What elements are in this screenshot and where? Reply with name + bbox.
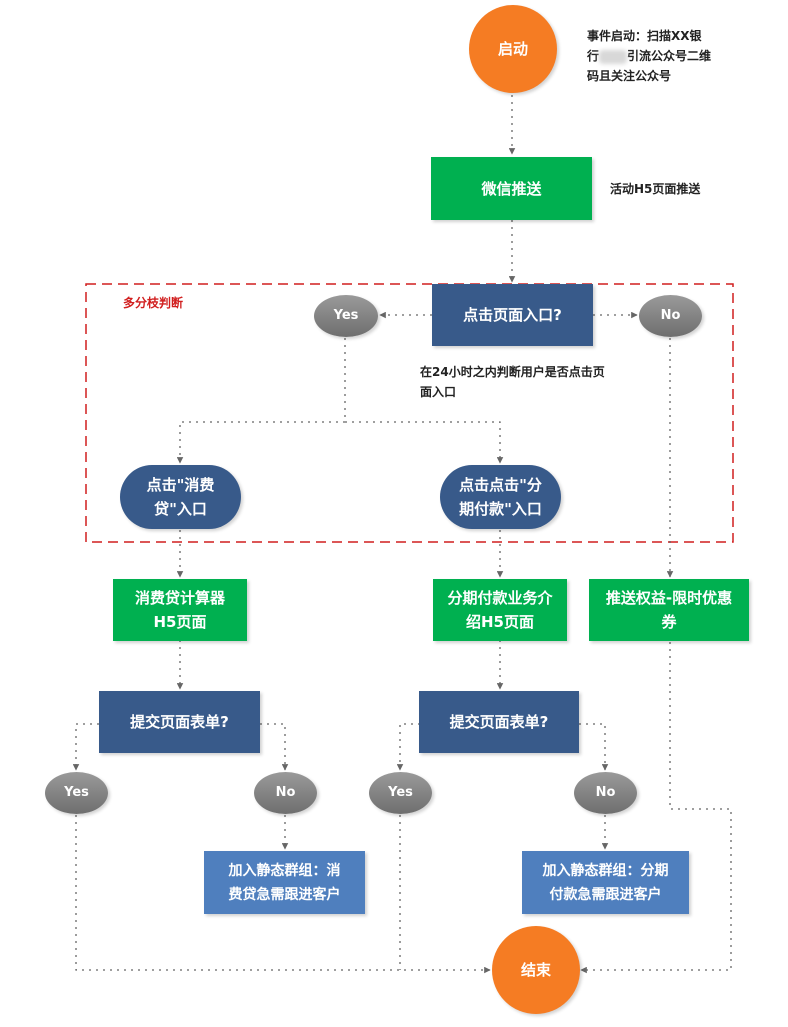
submit-form-decision-right[interactable]: 提交页面表单? xyxy=(419,691,579,753)
yes-top-branch[interactable]: Yes xyxy=(314,295,378,337)
yes-right-branch[interactable]: Yes xyxy=(369,772,432,814)
group-loan-line1: 加入静态群组：消 xyxy=(228,862,341,879)
start-annotation: 事件启动：扫描XX银 行 引流公众号二维 码且关注公众号 xyxy=(587,26,711,86)
edge-submit-left-no xyxy=(260,723,289,771)
redacted-text xyxy=(599,49,628,64)
start-note-line2: 行 引流公众号二维 xyxy=(587,46,711,66)
installment-intro-node[interactable]: 分期付款业务介 绍H5页面 xyxy=(433,579,567,641)
installment-intro-line1: 分期付款业务介 xyxy=(447,589,553,607)
start-note-line2a: 行 xyxy=(587,49,600,63)
click-entry-decision[interactable]: 点击页面入口? xyxy=(432,284,593,346)
wechat-push-label: 微信推送 xyxy=(481,179,542,198)
push-coupon-node[interactable]: 推送权益-限时优惠 券 xyxy=(589,579,749,641)
installment-intro-line2: 绍H5页面 xyxy=(466,613,534,631)
yes-top-label: Yes xyxy=(333,308,359,323)
loan-calc-line1: 消费贷计算器 xyxy=(134,589,225,607)
group-installment-line1: 加入静态群组：分期 xyxy=(542,862,669,879)
loan-calc-line2: H5页面 xyxy=(153,613,207,631)
yes-right-label: Yes xyxy=(388,785,413,800)
push-annotation: 活动H5页面推送 xyxy=(610,182,701,196)
submit-right-label: 提交页面表单? xyxy=(449,713,549,731)
yes-left-label: Yes xyxy=(64,785,89,800)
edge-submit-right-yes xyxy=(396,723,420,771)
static-group-installment-node[interactable]: 加入静态群组：分期 付款急需跟进客户 xyxy=(522,851,689,914)
edge-submit-right-no xyxy=(579,723,609,771)
start-label: 启动 xyxy=(497,40,528,58)
group-boundary xyxy=(85,283,734,543)
submit-form-decision-left[interactable]: 提交页面表单? xyxy=(99,691,260,753)
loan-calculator-node[interactable]: 消费贷计算器 H5页面 xyxy=(113,579,247,641)
click-entry-label: 点击页面入口? xyxy=(463,306,562,324)
start-note-line3: 码且关注公众号 xyxy=(587,69,672,83)
group-label: 多分枝判断 xyxy=(123,296,184,310)
edge-yes-left-end xyxy=(75,815,491,974)
push-coupon-line2: 券 xyxy=(661,613,677,631)
static-group-loan-node[interactable]: 加入静态群组：消 费贷急需跟进客户 xyxy=(204,851,365,914)
no-top-label: No xyxy=(660,308,681,323)
no-left-branch[interactable]: No xyxy=(254,772,317,814)
edge-yes-installment xyxy=(345,421,504,464)
decision-note-line2: 面入口 xyxy=(420,385,457,399)
end-node[interactable]: 结束 xyxy=(492,926,580,1014)
click-installment-line2: 期付款"入口 xyxy=(459,500,542,518)
click-loan-entry[interactable]: 点击"消费 贷"入口 xyxy=(120,465,241,529)
yes-left-branch[interactable]: Yes xyxy=(45,772,108,814)
edge-submit-left-yes xyxy=(72,723,99,771)
no-top-branch[interactable]: No xyxy=(639,295,702,337)
no-right-label: No xyxy=(595,785,616,800)
wechat-push-node[interactable]: 微信推送 xyxy=(431,157,592,220)
click-loan-line2: 贷"入口 xyxy=(154,500,207,518)
decision-note-line1: 在24小时之内判断用户是否点击页 xyxy=(420,365,605,379)
click-installment-entry[interactable]: 点击点击"分 期付款"入口 xyxy=(440,465,561,529)
no-right-branch[interactable]: No xyxy=(574,772,637,814)
end-label: 结束 xyxy=(520,961,551,979)
decision-annotation: 在24小时之内判断用户是否点击页 面入口 xyxy=(420,362,605,402)
start-node[interactable]: 启动 xyxy=(469,5,557,93)
group-loan-line2: 费贷急需跟进客户 xyxy=(228,886,341,903)
start-note-line2b: 引流公众号二维 xyxy=(627,49,712,63)
click-installment-line1: 点击点击"分 xyxy=(459,476,542,494)
no-left-label: No xyxy=(275,785,296,800)
push-coupon-line1: 推送权益-限时优惠 xyxy=(605,589,733,607)
start-note-line1: 事件启动：扫描XX银 xyxy=(587,29,702,43)
group-installment-line2: 付款急需跟进客户 xyxy=(549,886,662,903)
submit-left-label: 提交页面表单? xyxy=(130,713,229,731)
edge-yes-loan xyxy=(176,421,345,464)
click-loan-line1: 点击"消费 xyxy=(146,476,215,494)
